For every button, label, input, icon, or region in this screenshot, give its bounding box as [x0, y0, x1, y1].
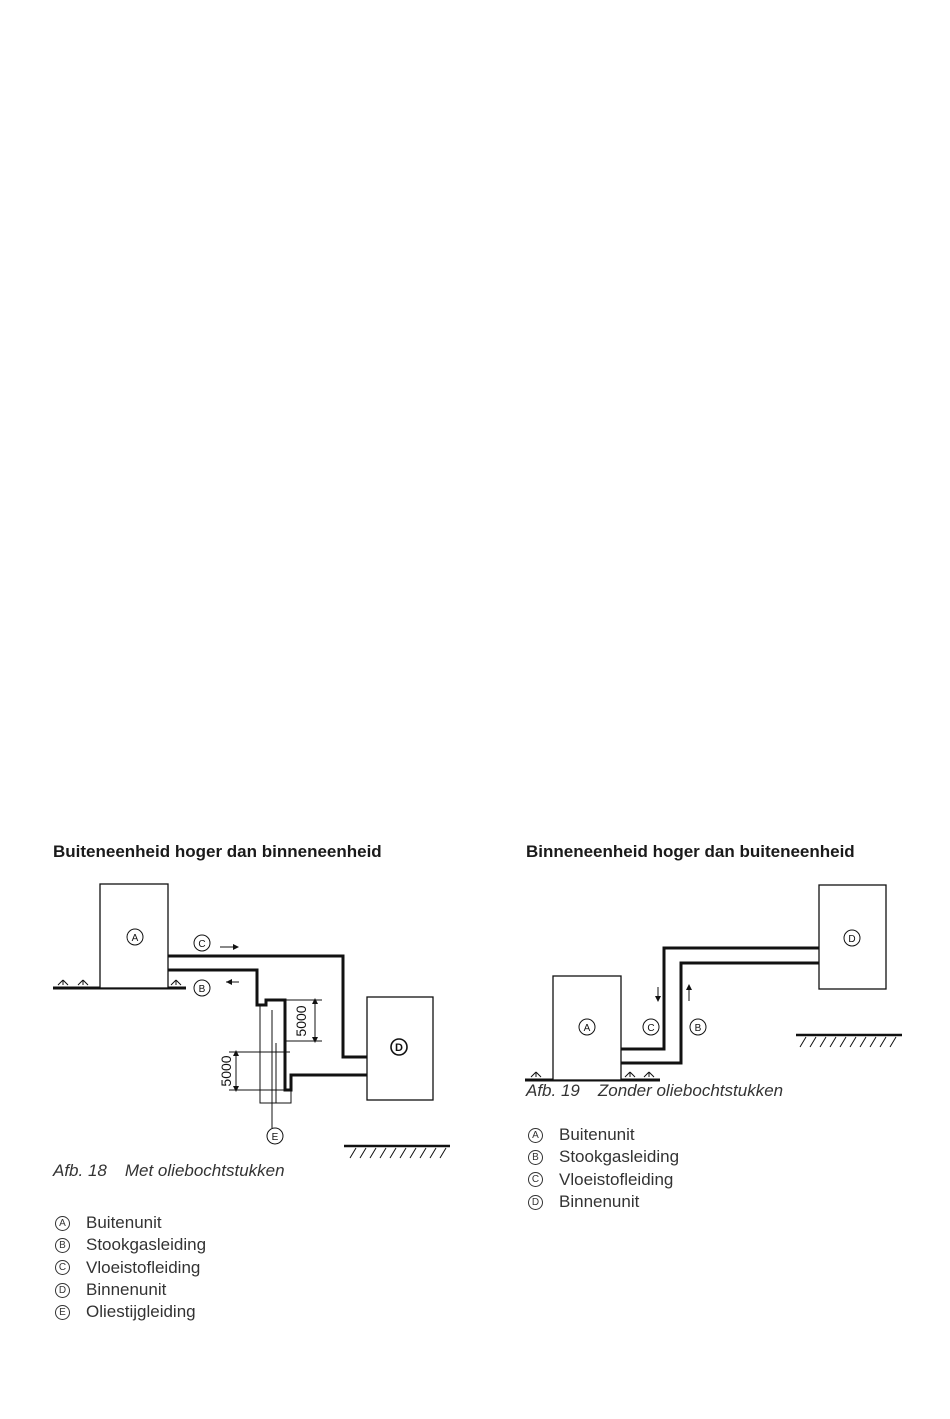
fig19-indoor-unit	[818, 884, 887, 990]
fig18-marker-b: B	[199, 984, 206, 995]
fig19-ground-ticks	[530, 1071, 655, 1078]
fig18-marker-b-circle	[193, 979, 211, 997]
fig19-marker-a: A	[584, 1023, 591, 1034]
fig18-legend-item-b: B Stookgasleiding	[55, 1234, 206, 1256]
fig18-legend-item-e: E Oliestijgleiding	[55, 1301, 206, 1323]
fig19-legend-item-a: A Buitenunit	[528, 1124, 679, 1146]
legend-label: Buitenunit	[559, 1125, 635, 1145]
legend-label: Oliestijgleiding	[86, 1302, 196, 1322]
fig19-outdoor-unit	[552, 975, 622, 1081]
fig18-liquid-line	[168, 954, 367, 1059]
fig19-marker-a-circle	[578, 1018, 596, 1036]
fig18-caption: Afb. 18 Met oliebochtstukken	[53, 1161, 285, 1181]
legend-label: Binnenunit	[559, 1192, 640, 1212]
fig18-legend-item-a: A Buitenunit	[55, 1212, 206, 1234]
fig18-marker-a-circle	[126, 928, 144, 946]
fig18-outdoor-unit	[99, 883, 169, 989]
fig19-legend-item-d: D Binnenunit	[528, 1191, 679, 1213]
fig18-gas-line	[168, 968, 367, 1092]
fig18-marker-a: A	[132, 933, 139, 944]
fig19-heading: Binneneenheid hoger dan buiteneenheid	[526, 842, 855, 861]
fig18-marker-d: D	[395, 1042, 403, 1054]
legend-badge: C	[528, 1172, 543, 1188]
legend-label: Stookgasleiding	[559, 1147, 680, 1167]
legend-label: Vloeistofleiding	[86, 1257, 201, 1277]
fig18-legend: A Buitenunit B Stookgasleiding C Vloeistofl…	[55, 1212, 206, 1323]
fig18-caption-text: Met oliebochtstukken	[124, 1161, 285, 1180]
legend-badge: D	[55, 1282, 70, 1298]
fig18-marker-c: C	[198, 939, 205, 950]
fig19-marker-c-circle	[642, 1018, 660, 1036]
legend-label: Stookgasleiding	[86, 1235, 207, 1255]
legend-badge: C	[55, 1260, 70, 1276]
fig18-dim-lower-label: 5000	[218, 1055, 234, 1086]
legend-badge: A	[528, 1127, 543, 1143]
legend-badge: E	[55, 1304, 70, 1320]
fig18-legend-item-d: D Binnenunit	[55, 1279, 206, 1301]
fig19-caption-text: Zonder oliebochtstukken	[597, 1081, 784, 1100]
legend-label: Vloeistofleiding	[559, 1169, 674, 1189]
legend-badge: A	[55, 1215, 70, 1231]
fig18-marker-e: E	[272, 1132, 279, 1143]
fig19-marker-d-circle	[843, 929, 861, 947]
legend-badge: D	[528, 1194, 543, 1210]
legend-label: Buitenunit	[86, 1213, 162, 1233]
fig19-legend-item-b: B Stookgasleiding	[528, 1146, 679, 1168]
fig18-heading: Buiteneenheid hoger dan binneneenheid	[53, 842, 382, 861]
fig19-gas-line	[621, 961, 820, 1065]
fig19-caption: Afb. 19 Zonder oliebochtstukken	[526, 1081, 783, 1101]
fig19-marker-b: B	[695, 1023, 702, 1034]
fig18-marker-c-circle	[193, 934, 211, 952]
fig18-ground-ticks	[57, 979, 182, 986]
legend-badge: B	[55, 1237, 70, 1253]
fig19-caption-number: Afb. 19	[526, 1081, 580, 1100]
legend-label: Binnenunit	[86, 1280, 167, 1300]
legend-badge: B	[528, 1149, 543, 1165]
fig19-marker-d: D	[848, 934, 855, 945]
fig18-indoor-unit	[366, 996, 434, 1101]
fig18-marker-e-circle	[266, 1127, 284, 1145]
fig19-marker-c: C	[647, 1023, 654, 1034]
fig18-marker-d-circle	[390, 1038, 408, 1056]
fig18-legend-item-c: C Vloeistofleiding	[55, 1257, 206, 1279]
fig19-legend-item-c: C Vloeistofleiding	[528, 1169, 679, 1191]
fig19-marker-b-circle	[689, 1018, 707, 1036]
fig19-liquid-line	[621, 946, 820, 1051]
fig19-legend: A Buitenunit B Stookgasleiding C Vloeistofl…	[528, 1124, 679, 1213]
fig18-caption-number: Afb. 18	[53, 1161, 107, 1180]
fig18-dim-upper-label: 5000	[293, 1005, 309, 1036]
